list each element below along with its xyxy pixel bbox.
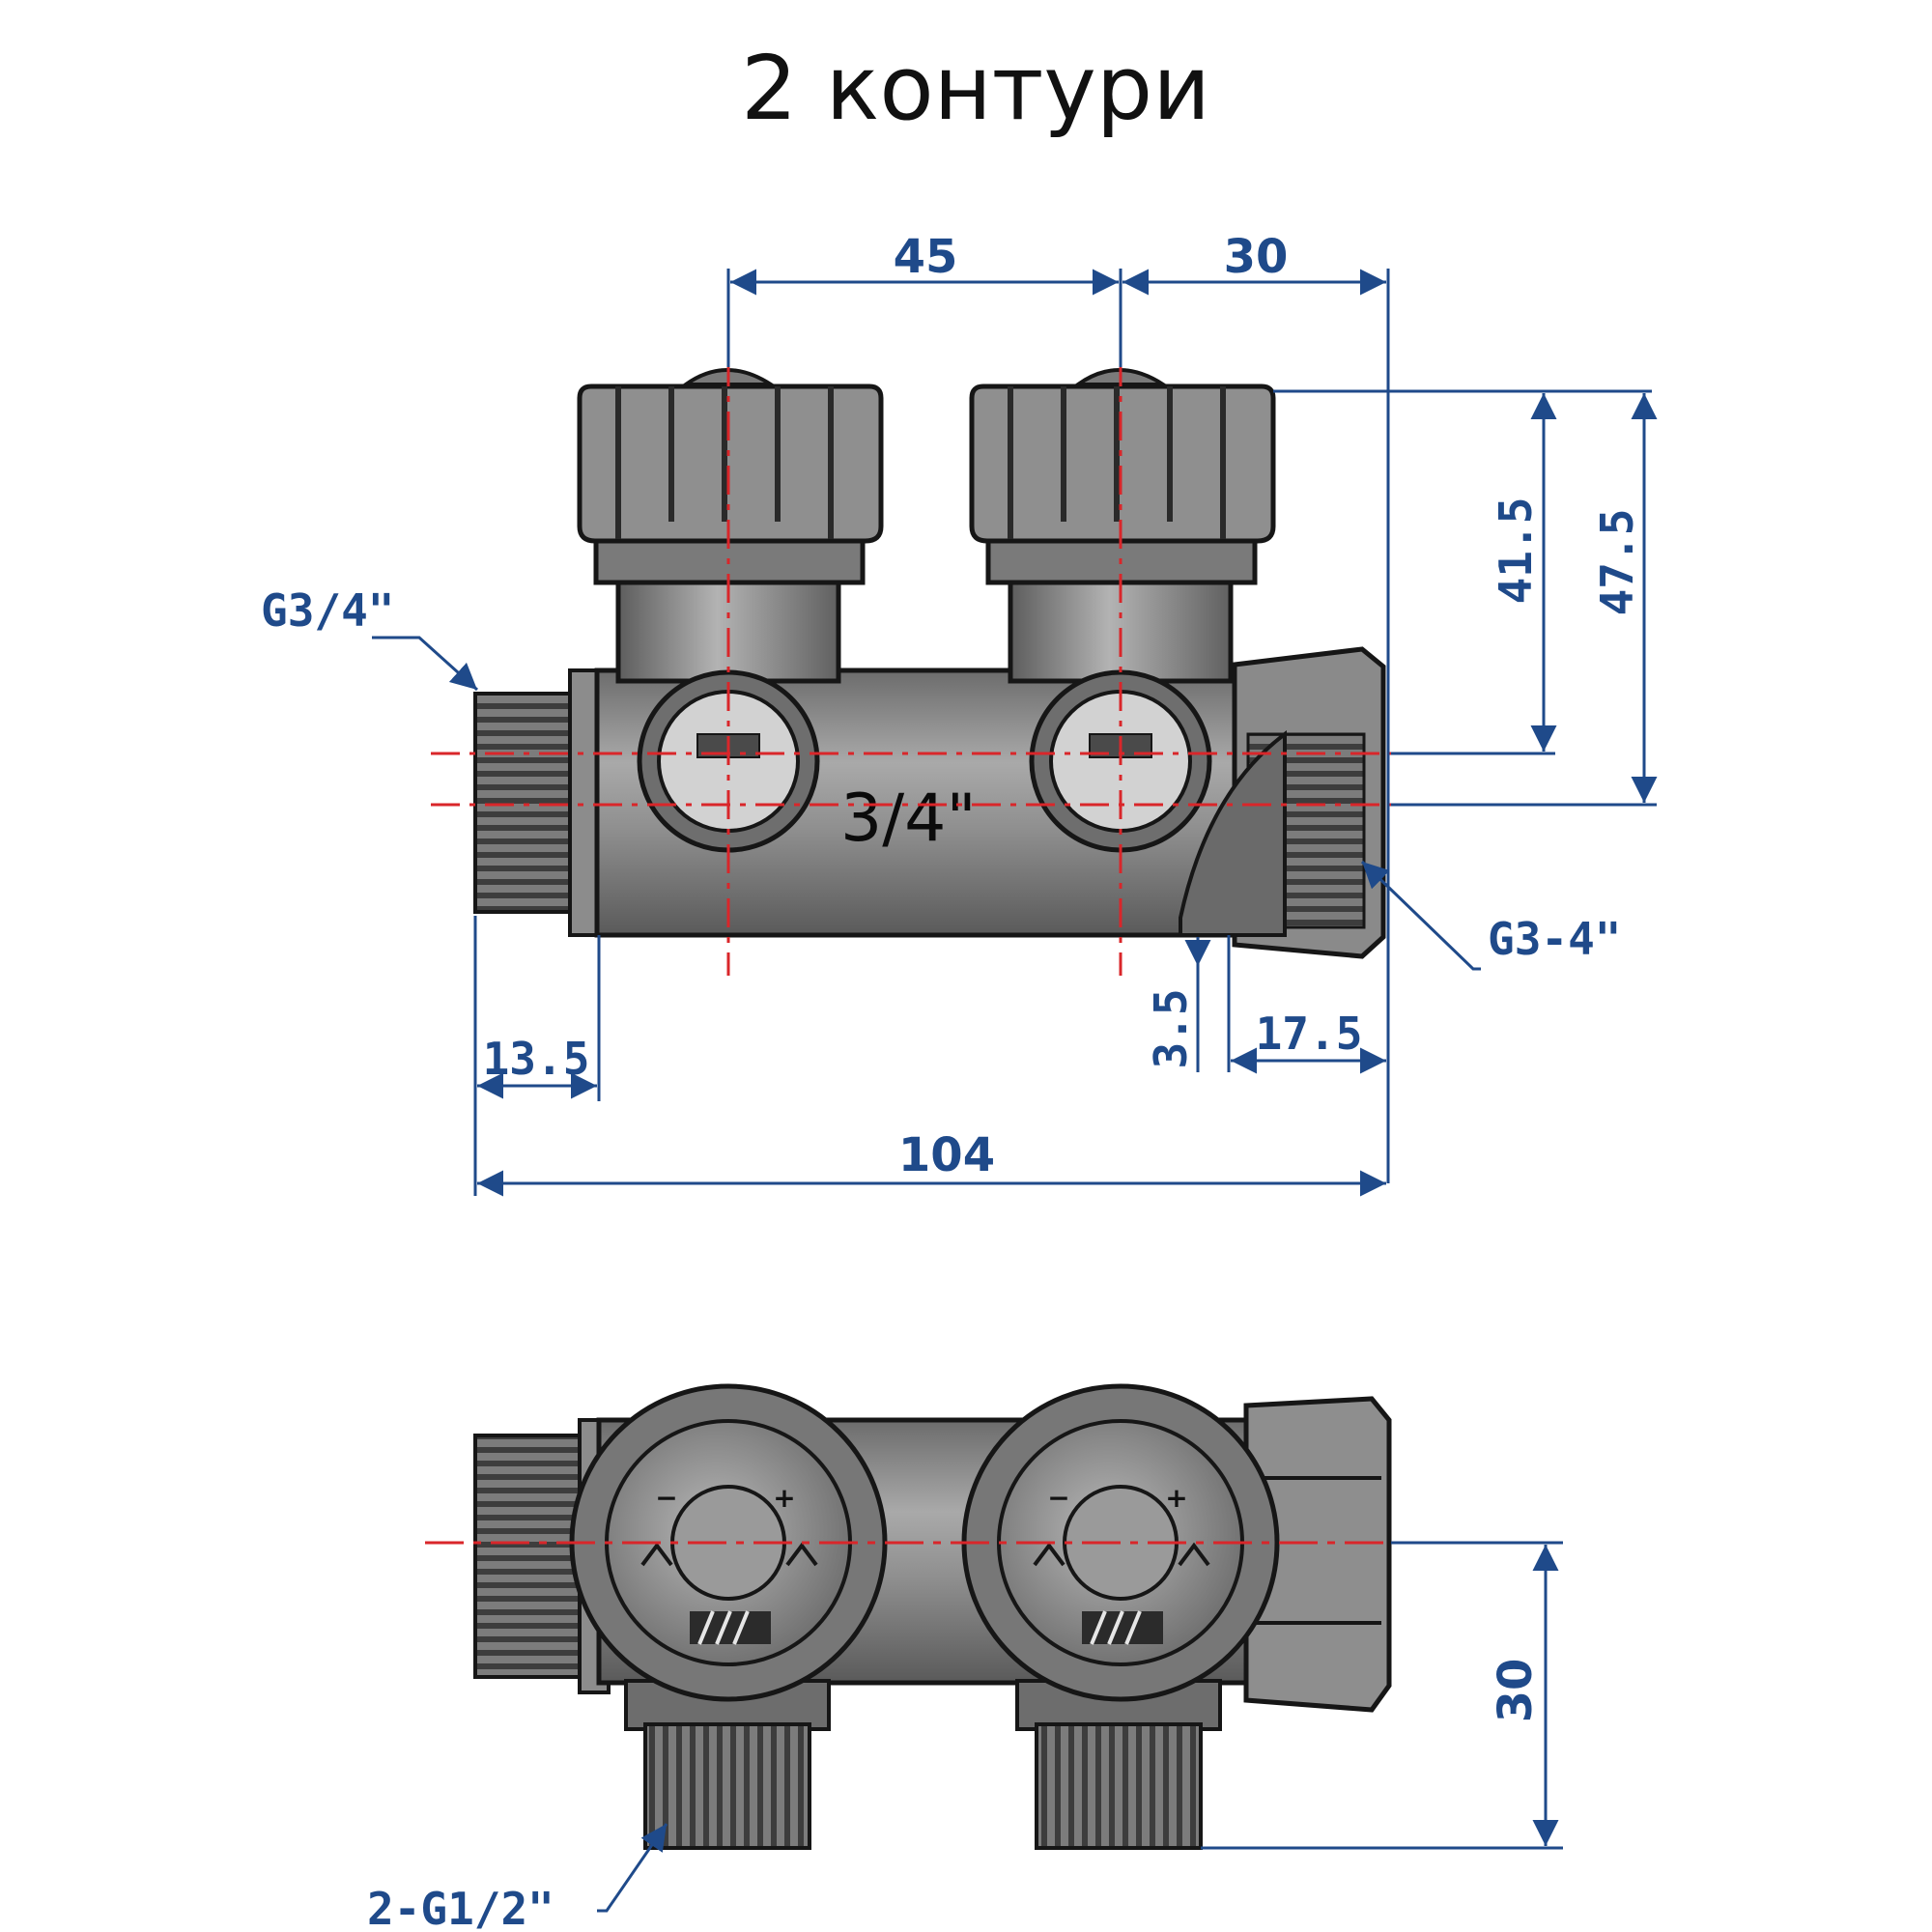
dim-right-offset: 30 [1224,230,1289,284]
label-outlets: 2-G1/2" [367,1883,554,1932]
label-inlet-thread: G3/4" [261,584,394,637]
page-title: 2 контури [741,37,1210,140]
outlet-thread-right [1035,1722,1203,1850]
dial-minus-mark: − [655,1482,677,1514]
body-transition [1179,729,1287,937]
dial-plus-mark: + [1165,1482,1187,1514]
dim-female-thread-length: 17.5 [1256,1008,1363,1060]
dim-outlet-height: 30 [1489,1659,1543,1723]
centerlines-top [431,357,1410,976]
dim-gap: 3.5 [1145,988,1197,1068]
outlet-thread-left [643,1722,811,1850]
front-view: − + − + 30 2-G1/2" [367,1383,1563,1932]
dim-height-outer: 47.5 [1591,509,1643,616]
valve-cap-icon [969,384,1276,544]
leader-arrow-icon [372,636,479,692]
dimension-lines-front [597,1541,1563,1913]
top-view: 3/4" [261,230,1658,1197]
valve-cap-icon [577,384,884,544]
dial-minus-mark: − [1047,1482,1069,1514]
dimension-lines-top [372,269,1658,1197]
leader-arrow-icon [597,1823,668,1913]
label-outlet-thread: G3-4" [1488,913,1621,965]
body-size-label: 3/4" [840,781,977,857]
dim-spacing: 45 [894,230,958,284]
leader-arrow-icon [1360,860,1481,971]
dial-plus-mark: + [773,1482,795,1514]
dim-total-length: 104 [898,1128,995,1182]
dim-male-thread-length: 13.5 [483,1033,590,1085]
dim-height-inner: 41.5 [1490,497,1542,605]
